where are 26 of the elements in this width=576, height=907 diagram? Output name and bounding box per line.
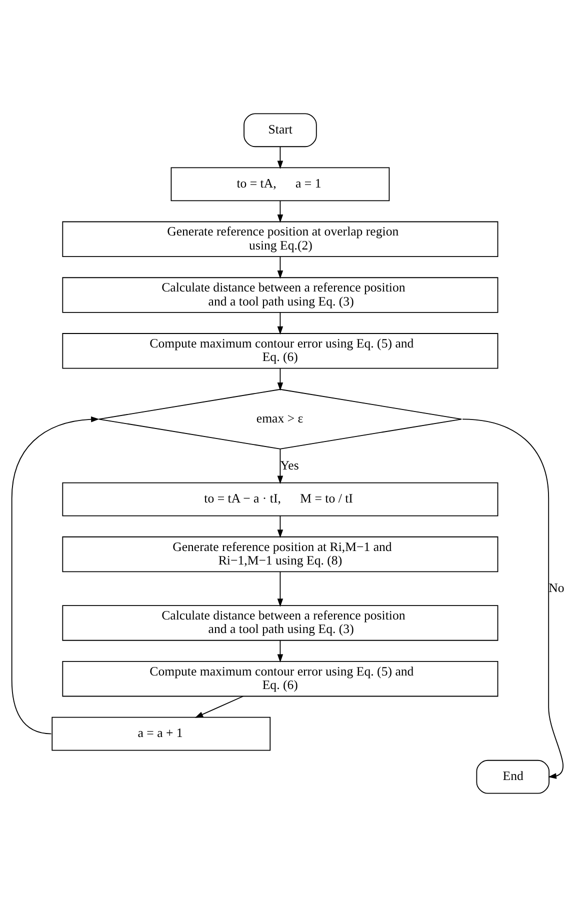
node-box: Compute maximum contour error using Eq. (5) and Eq. (6) xyxy=(62,333,498,369)
arrow xyxy=(277,200,284,223)
arrow xyxy=(277,256,284,279)
arrow xyxy=(11,416,100,734)
arrow xyxy=(277,368,284,391)
edge-label: Yes xyxy=(280,458,299,472)
arrow xyxy=(277,146,284,169)
arrow xyxy=(277,640,284,663)
arrow xyxy=(462,418,564,779)
node-box: Calculate distance between a reference position and a tool path using Eq. (3) xyxy=(62,277,498,313)
arrow xyxy=(277,571,284,607)
node-box: Generate reference position at Ri,M−1 and Ri−1,M−1 using Eq. (8) xyxy=(62,536,498,572)
node-box: Generate reference position at overlap region using Eq.(2) xyxy=(62,221,498,258)
node-box: Compute maximum contour error using Eq. (5) and Eq. (6) xyxy=(62,660,498,697)
node-box: a = a + 1 xyxy=(52,716,271,751)
arrow xyxy=(277,312,284,335)
node-box: Start xyxy=(244,113,317,148)
arrow xyxy=(277,515,284,538)
node-box: to = tA − a · tI, M = to / tI xyxy=(62,482,498,516)
node-box: to = tA, a = 1 xyxy=(170,167,390,202)
arrow xyxy=(277,448,284,484)
edge-label: No xyxy=(548,581,564,595)
node-diamond: emax > ε xyxy=(98,388,462,450)
node-box: Calculate distance between a reference position and a tool path using Eq. (3) xyxy=(62,605,498,641)
arrow xyxy=(194,696,244,718)
node-box: End xyxy=(476,760,550,794)
